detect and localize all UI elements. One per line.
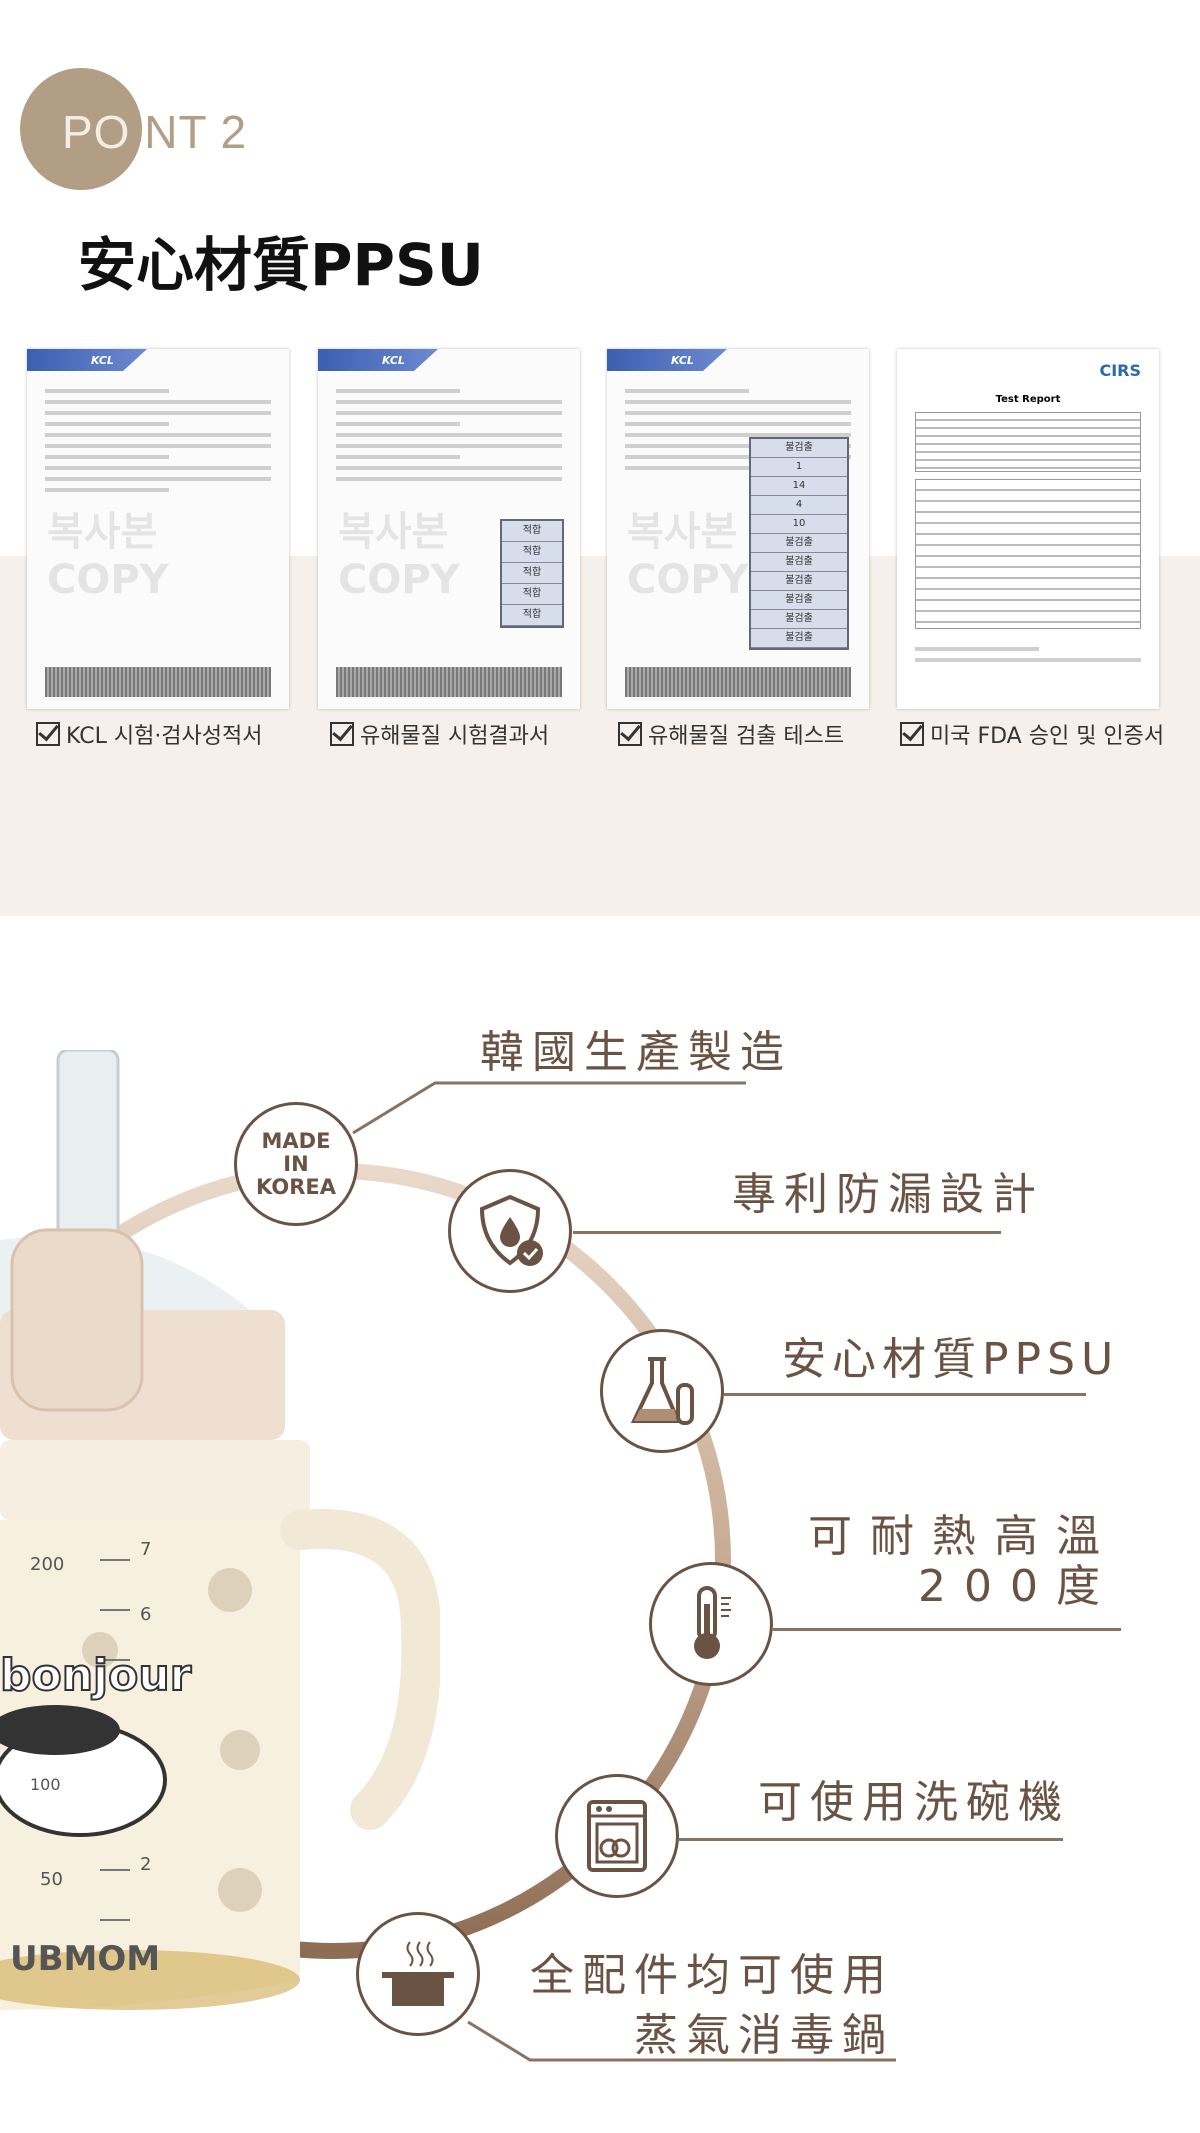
bonjour-print: bonjour [0, 1650, 192, 1701]
marking-6: 6 [140, 1604, 151, 1625]
certificate-fda[interactable]: CIRS Test Report [897, 349, 1159, 709]
steam-pot-icon [356, 1912, 480, 2036]
feature-label-heat-resistant: 可耐熱高溫 200度 [808, 1512, 1118, 1612]
result-cell: 불검출 [751, 553, 847, 572]
thermometer-icon [649, 1562, 773, 1686]
brand-logo: UBMOM [10, 1939, 160, 1979]
connector-line [724, 1393, 1086, 1396]
report-title: Test Report [995, 394, 1061, 405]
result-cell: 불검출 [751, 439, 847, 458]
dishwasher-icon [555, 1774, 679, 1898]
kcl-logo: KCL [91, 354, 114, 367]
result-cell: 적합 [502, 605, 562, 626]
label-line: 可耐熱高溫 [808, 1511, 1118, 1562]
caption-kcl: KCL 시험·검사성적서 [36, 718, 263, 750]
connector-line [679, 1838, 1063, 1841]
caption-text: KCL 시험·검사성적서 [66, 724, 263, 749]
feature-label-dishwasher: 可使用洗碗機 [758, 1777, 1070, 1828]
flask-icon [600, 1329, 724, 1453]
caption-text: 미국 FDA 승인 및 인증서 [930, 724, 1165, 749]
checkbox-icon [618, 722, 642, 746]
checkbox-icon [36, 722, 60, 746]
feature-label-ppsu: 安心材質PPSU [782, 1334, 1120, 1385]
caption-text: 유해물질 검출 테스트 [648, 724, 845, 749]
result-cell: 불검출 [751, 591, 847, 610]
result-cell: 불검출 [751, 629, 847, 648]
result-cell: 불검출 [751, 610, 847, 629]
kcl-logo: KCL [382, 354, 405, 367]
badge-line: IN [283, 1151, 309, 1176]
checkbox-icon [900, 722, 924, 746]
result-cell: 적합 [502, 584, 562, 605]
label-line: 200度 [918, 1561, 1118, 1612]
caption-harmful-test: 유해물질 시험결과서 [330, 718, 549, 750]
watermark: 복사본 COPY [338, 509, 460, 603]
result-cell: 불검출 [751, 534, 847, 553]
label-line: 全配件均可使用 [530, 1950, 894, 2001]
point-badge-circle [20, 68, 142, 190]
made-in-korea-badge: MADE IN KOREA [234, 1102, 358, 1226]
result-cell: 1 [751, 458, 847, 477]
marking-50: 50 [40, 1869, 63, 1890]
caption-text: 유해물질 시험결과서 [360, 724, 550, 749]
result-cell: 14 [751, 477, 847, 496]
marking-2: 2 [140, 1854, 151, 1875]
connector-line [573, 1231, 1001, 1234]
badge-line: KOREA [256, 1174, 336, 1199]
feature-label-steam-sterilizer: 全配件均可使用 蒸氣消毒鍋 [530, 1946, 894, 2066]
connector-line [773, 1628, 1121, 1631]
marking-7: 7 [140, 1539, 151, 1560]
watermark: 복사본 COPY [627, 509, 749, 603]
result-cell: 적합 [502, 542, 562, 563]
result-cell: 10 [751, 515, 847, 534]
feature-label-leakproof: 專利防漏設計 [732, 1169, 1044, 1220]
result-cell: 불검출 [751, 572, 847, 591]
caption-harmful-detection: 유해물질 검출 테스트 [618, 718, 844, 750]
sippy-cup-illustration: 200 7 6 100 50 2 bonjour UBMOM [0, 1050, 440, 2010]
label-line: 蒸氣消毒鍋 [634, 2010, 894, 2061]
result-cell: 4 [751, 496, 847, 515]
result-cell: 적합 [502, 521, 562, 542]
certificate-kcl[interactable]: KCL 복사본 COPY [27, 349, 289, 709]
feature-label-made-in-korea: 韓國生產製造 [480, 1027, 792, 1078]
marking-200: 200 [30, 1554, 64, 1575]
result-cell: 적합 [502, 563, 562, 584]
kcl-logo: KCL [671, 354, 694, 367]
point-label-b: INT 2 [130, 106, 248, 158]
cirs-logo: CIRS [1099, 361, 1141, 380]
watermark: 복사본 COPY [47, 509, 169, 603]
caption-fda: 미국 FDA 승인 및 인증서 [900, 718, 1164, 750]
checkbox-icon [330, 722, 354, 746]
section-title: 安心材質PPSU [78, 231, 484, 299]
point-label-a: PO [62, 106, 131, 158]
point-label: POINT 2 [62, 105, 247, 159]
shield-drop-icon [448, 1169, 572, 1293]
marking-100: 100 [30, 1775, 61, 1794]
badge-line: MADE [261, 1128, 331, 1153]
